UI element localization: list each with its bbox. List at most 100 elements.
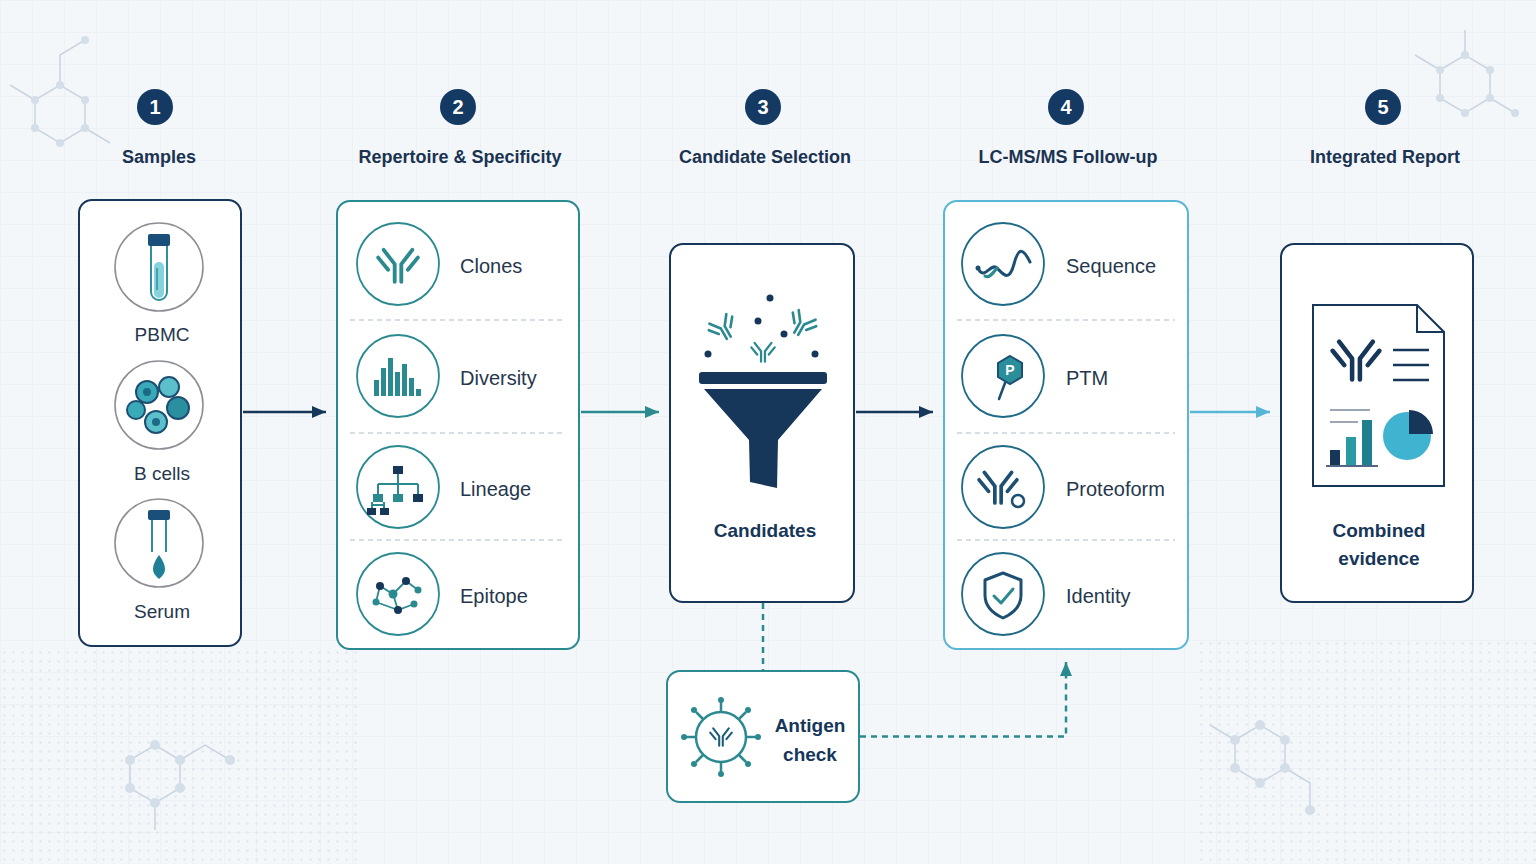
atom	[1461, 109, 1469, 117]
node-label: Antigen check	[760, 711, 860, 769]
sample-circle	[115, 361, 203, 449]
tube-icon	[148, 234, 170, 300]
tube-cap	[148, 510, 170, 520]
sample-circle	[115, 223, 203, 311]
atom	[175, 755, 185, 765]
spike-tip	[691, 761, 697, 767]
node-label: Candidates	[714, 517, 816, 545]
spike-tip	[681, 734, 687, 740]
sample-item: Serum	[100, 498, 224, 626]
feature-row: Identity	[959, 544, 1177, 648]
chart-axis	[1326, 465, 1378, 467]
tube-liquid	[154, 262, 164, 298]
cell	[167, 397, 189, 419]
modification-dot	[1012, 495, 1024, 507]
network-dot	[402, 577, 410, 585]
atom	[1511, 109, 1519, 117]
node-label: Diversity	[460, 367, 537, 390]
molecule-atoms	[31, 36, 1519, 815]
flow-connector	[581, 411, 659, 414]
bar	[395, 372, 400, 396]
node-label: Sequence	[1066, 255, 1156, 278]
antigen-spike	[686, 702, 756, 772]
chart-bar	[1362, 420, 1372, 465]
step-number: 1	[137, 89, 173, 125]
cell	[127, 401, 145, 419]
sample-item: B cells	[100, 360, 224, 488]
nucleus	[143, 388, 151, 396]
stage-box: SamplesPBMCB cellsSerum	[78, 199, 242, 647]
row-circle	[962, 553, 1044, 635]
atom	[150, 740, 160, 750]
proteoform-icon	[979, 472, 1024, 507]
shield	[985, 573, 1021, 618]
funnel-icon	[699, 295, 827, 489]
particle	[705, 351, 712, 358]
antibody-icon	[710, 728, 732, 745]
bar	[381, 368, 386, 396]
text-lines	[1330, 410, 1370, 422]
particles	[705, 295, 819, 358]
network-dot	[376, 582, 384, 590]
feature-row: Proteoform	[959, 437, 1177, 541]
node-label: Combined evidence	[1304, 517, 1454, 573]
spike-tip	[745, 707, 751, 713]
tree-line	[372, 474, 418, 508]
row-circle	[962, 223, 1044, 305]
node-label: Clones	[460, 255, 522, 278]
stage-box: Repertoire & SpecificityClonesDiversityL…	[336, 200, 580, 650]
cell	[136, 381, 158, 403]
step-number: 4	[1048, 89, 1084, 125]
atom	[1461, 51, 1469, 59]
nucleus	[152, 418, 160, 426]
check-mark	[994, 589, 1013, 603]
ptm-hexagon	[998, 356, 1022, 384]
chart-bar	[1330, 450, 1340, 465]
atom	[1255, 720, 1265, 730]
antibody-icon	[751, 343, 774, 362]
particle	[755, 318, 762, 325]
atom	[1255, 778, 1265, 788]
atom	[56, 81, 64, 89]
atom	[1305, 805, 1315, 815]
bar	[374, 380, 379, 396]
step-number: 2	[440, 89, 476, 125]
report-box: Integrated ReportCombined evidence	[1280, 243, 1474, 603]
tube-mark	[156, 268, 158, 290]
spike-tip	[691, 707, 697, 713]
report-icon	[1313, 305, 1444, 486]
funnel-rim	[699, 372, 827, 384]
node-label: Proteoform	[1066, 478, 1165, 501]
lineage-icon	[367, 466, 423, 515]
stage-title: Samples	[122, 147, 196, 168]
document-fold	[1417, 305, 1444, 332]
sample-item: PBMC	[100, 222, 224, 350]
sample-circle	[115, 499, 203, 587]
step-number: 3	[745, 89, 781, 125]
atom	[125, 755, 135, 765]
bars-icon	[374, 358, 421, 396]
atom	[81, 124, 89, 132]
node-label: PBMC	[135, 324, 190, 346]
row-circle	[357, 446, 439, 528]
flow-connector	[762, 603, 765, 670]
flow-connector	[1190, 411, 1270, 414]
tube-body	[151, 246, 167, 300]
sequence-wave	[979, 251, 1030, 275]
flow-connector	[860, 662, 1066, 737]
atom	[150, 798, 160, 808]
cell	[145, 411, 167, 433]
node-label: Identity	[1066, 585, 1130, 608]
node-label: Serum	[134, 601, 190, 623]
antigen-icon	[681, 697, 761, 777]
check-box: Antigen check	[666, 670, 860, 803]
tree-node	[393, 466, 403, 474]
bar	[388, 358, 393, 396]
tree-node	[373, 494, 383, 502]
atom	[1486, 94, 1494, 102]
molecule-decoration	[10, 30, 1515, 830]
row-circle	[962, 335, 1044, 417]
row-circle	[962, 446, 1044, 528]
row-circles	[357, 223, 439, 635]
